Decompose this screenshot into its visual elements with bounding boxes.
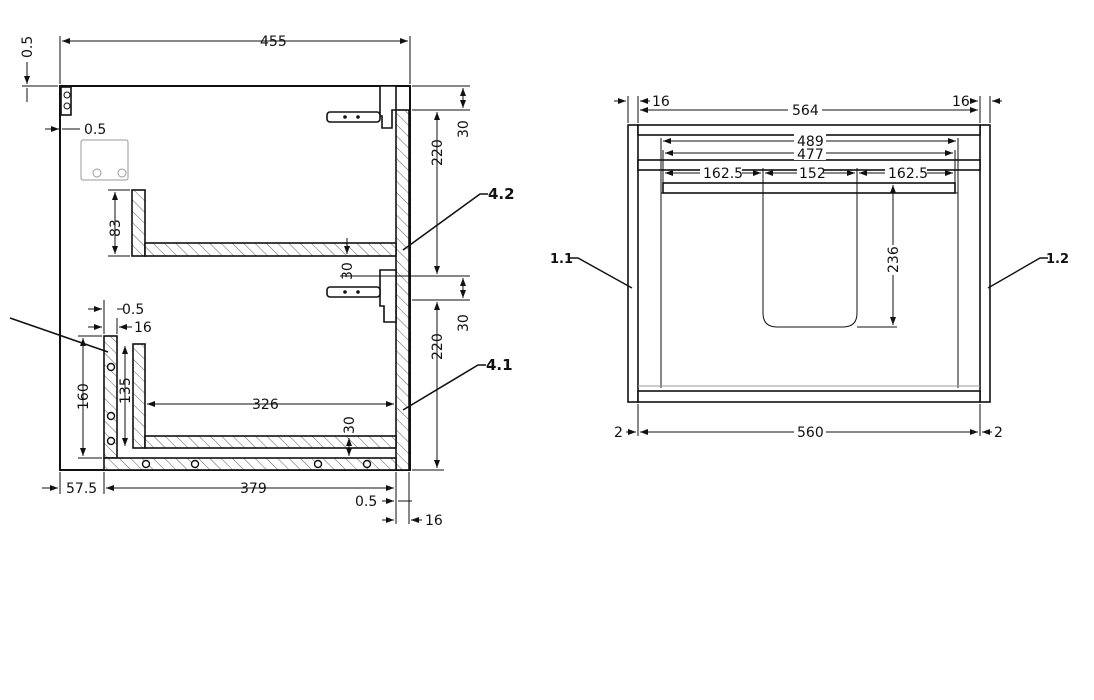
dim-right-panel: 16 bbox=[952, 94, 970, 110]
dim-lower-rail-offset: 30 bbox=[456, 314, 472, 332]
back-panel bbox=[395, 109, 410, 471]
dim-front-gap: 0.5 bbox=[122, 302, 144, 318]
lower-drawer bbox=[103, 335, 397, 471]
dim-back-gap: 0.5 bbox=[355, 494, 377, 510]
dim-152: 152 bbox=[799, 166, 826, 182]
dim-upper-bottom-gap: 30 bbox=[340, 262, 356, 280]
dim-83: 83 bbox=[108, 219, 124, 237]
drawer-lip bbox=[662, 182, 956, 194]
dim-inner-bottom-gap: 30 bbox=[342, 416, 358, 434]
right-side-panel bbox=[979, 124, 991, 403]
mounting-plate bbox=[80, 139, 129, 181]
dim-57-5: 57.5 bbox=[66, 481, 97, 497]
dim-379: 379 bbox=[240, 481, 267, 497]
drawer-box bbox=[660, 192, 959, 388]
label-upper-drawer: 4.2 bbox=[488, 185, 515, 203]
label-right-panel: 1.2 bbox=[1046, 252, 1069, 267]
left-side-panel bbox=[627, 124, 639, 403]
dim-right-gap: 2 bbox=[994, 425, 1003, 441]
sink-cutout bbox=[762, 183, 858, 328]
dim-455: 455 bbox=[260, 34, 287, 50]
dim-left-gap: 2 bbox=[614, 425, 623, 441]
side-view: 455 0.5 0.5 83 30 30 220 30 220 0.5 16 1… bbox=[9, 34, 515, 529]
dim-upper-220: 220 bbox=[430, 139, 446, 166]
dim-top-offset: 0.5 bbox=[20, 36, 36, 58]
upper-drawer bbox=[131, 189, 397, 257]
label-left-panel: 1.1 bbox=[550, 252, 573, 267]
dim-135: 135 bbox=[118, 377, 134, 404]
dim-right-segment: 162.5 bbox=[888, 166, 928, 182]
front-view: 16 16 564 489 477 162.5 152 162.5 236 56… bbox=[550, 94, 1069, 441]
front-leaders bbox=[570, 257, 1048, 289]
wall-bracket bbox=[60, 86, 72, 116]
front-dim-texts bbox=[700, 102, 927, 439]
dim-left-panel: 16 bbox=[652, 94, 670, 110]
dim-477: 477 bbox=[797, 147, 824, 163]
cabinet-outline bbox=[59, 85, 411, 471]
dim-489: 489 bbox=[797, 134, 824, 150]
dim-left-segment: 162.5 bbox=[703, 166, 743, 182]
side-dimension-lines bbox=[22, 36, 470, 524]
side-leaders bbox=[9, 193, 488, 411]
dim-left-gap: 0.5 bbox=[84, 122, 106, 138]
dim-564: 564 bbox=[792, 103, 819, 119]
dim-560: 560 bbox=[797, 425, 824, 441]
dim-236: 236 bbox=[886, 246, 902, 273]
lower-hinge bbox=[326, 269, 397, 323]
dim-back-thickness: 16 bbox=[425, 513, 443, 529]
dim-upper-rail-offset: 30 bbox=[456, 120, 472, 138]
upper-hinge bbox=[326, 85, 397, 129]
dim-326: 326 bbox=[252, 397, 279, 413]
bottom-plate bbox=[637, 390, 981, 403]
dim-160: 160 bbox=[76, 383, 92, 410]
dim-lower-220: 220 bbox=[430, 333, 446, 360]
dim-front-thickness: 16 bbox=[134, 320, 152, 336]
label-lower-drawer: 4.1 bbox=[486, 356, 513, 374]
